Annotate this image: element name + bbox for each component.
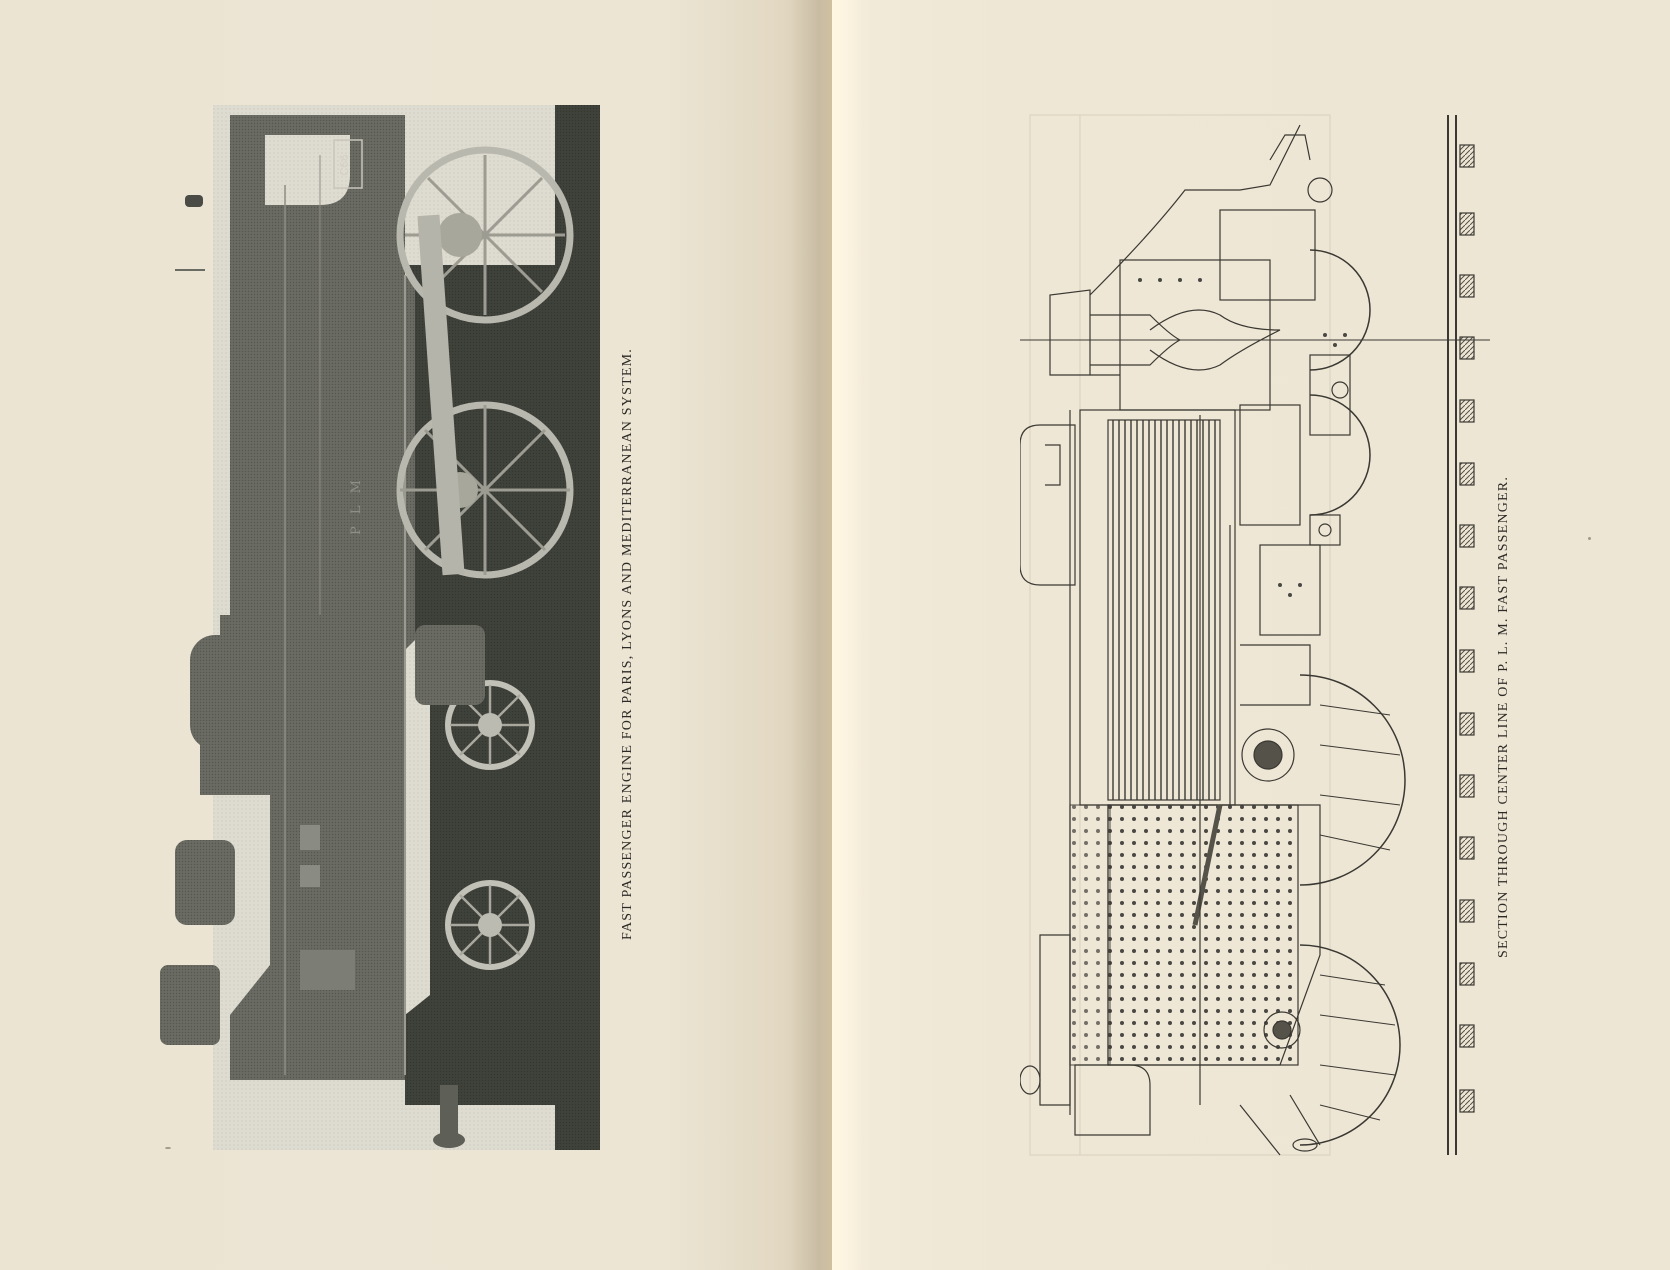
paper-speck [165, 1147, 171, 1149]
left-figure-caption: FAST PASSENGER ENGINE FOR PARIS, LYONS A… [620, 348, 635, 940]
gutter-highlight [832, 0, 862, 1270]
right-figure-caption: SECTION THROUGH CENTER LINE OF P. L. M. … [1496, 475, 1511, 958]
gutter-shadow [790, 0, 832, 1270]
svg-text:C66: C66 [338, 154, 351, 176]
locomotive-photograph: C66 [160, 95, 620, 1155]
locomotive-photo-svg: C66 [160, 105, 600, 1150]
paper-speck [1588, 537, 1591, 540]
locomotive-section-drawing [1020, 105, 1500, 1165]
section-drawing-svg [1020, 114, 1490, 1156]
svg-text:P L M: P L M [349, 476, 364, 535]
